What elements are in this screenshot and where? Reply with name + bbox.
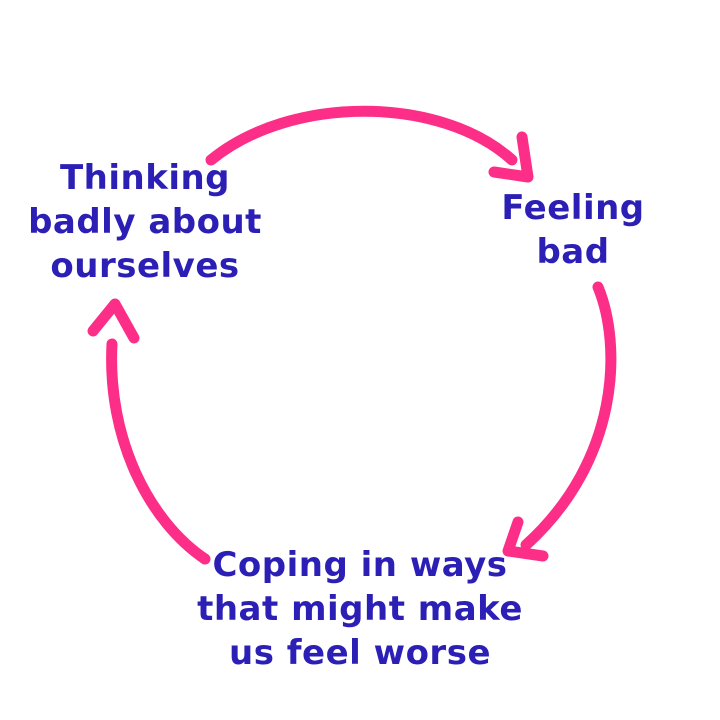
- node-feeling-bad: Feeling bad: [473, 186, 673, 274]
- arrowhead-icon: [502, 516, 549, 562]
- node-label-line: us feel worse: [228, 633, 491, 673]
- arrow-feeling-to-coping: [502, 281, 617, 562]
- node-label-line: Coping in ways: [212, 545, 508, 585]
- arrow-curve: [520, 281, 617, 551]
- arrow-curve: [106, 338, 211, 565]
- node-label-line: Feeling: [501, 188, 645, 228]
- arrow-curve: [205, 105, 518, 166]
- node-label-line: that might make: [197, 589, 523, 629]
- node-label-line: Thinking: [59, 158, 231, 198]
- node-label-line: bad: [536, 232, 610, 272]
- arrowhead-icon: [488, 131, 534, 183]
- arrow-thinking-to-feeling: [205, 105, 534, 183]
- arrowhead-icon: [87, 298, 140, 344]
- node-label-line: badly about: [28, 202, 262, 242]
- node-label-line: ourselves: [50, 246, 240, 286]
- arrow-coping-to-thinking: [87, 298, 211, 565]
- node-thinking-badly-about-ourselves: Thinking badly about ourselves: [15, 156, 275, 288]
- node-coping-in-ways: Coping in ways that might make us feel w…: [180, 543, 540, 675]
